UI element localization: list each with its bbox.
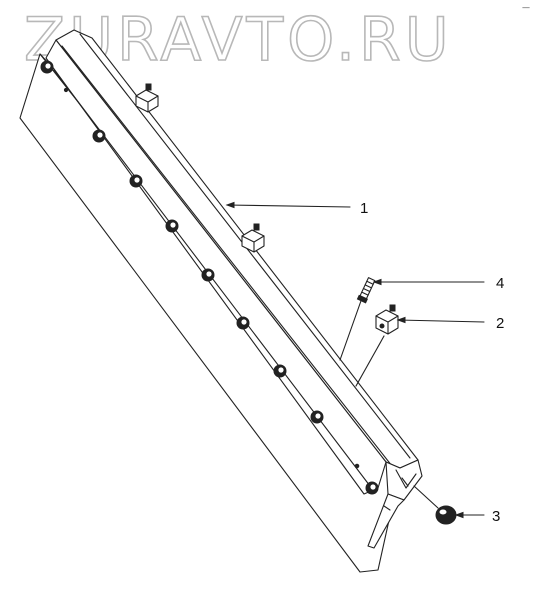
rail-clip <box>241 223 265 253</box>
callout-4: 4 <box>496 275 504 292</box>
screw-part-4 <box>356 277 376 304</box>
cap-part-3 <box>435 505 457 525</box>
callout-1: 1 <box>360 200 368 217</box>
rail-clip <box>135 83 159 113</box>
callout-3: 3 <box>492 508 500 525</box>
corner-mark: — <box>522 3 530 12</box>
mounting-holes <box>40 60 379 495</box>
leader-lines <box>225 201 485 519</box>
clip-part-2 <box>375 304 399 335</box>
callout-2: 2 <box>496 315 504 332</box>
base-plate <box>19 53 406 573</box>
